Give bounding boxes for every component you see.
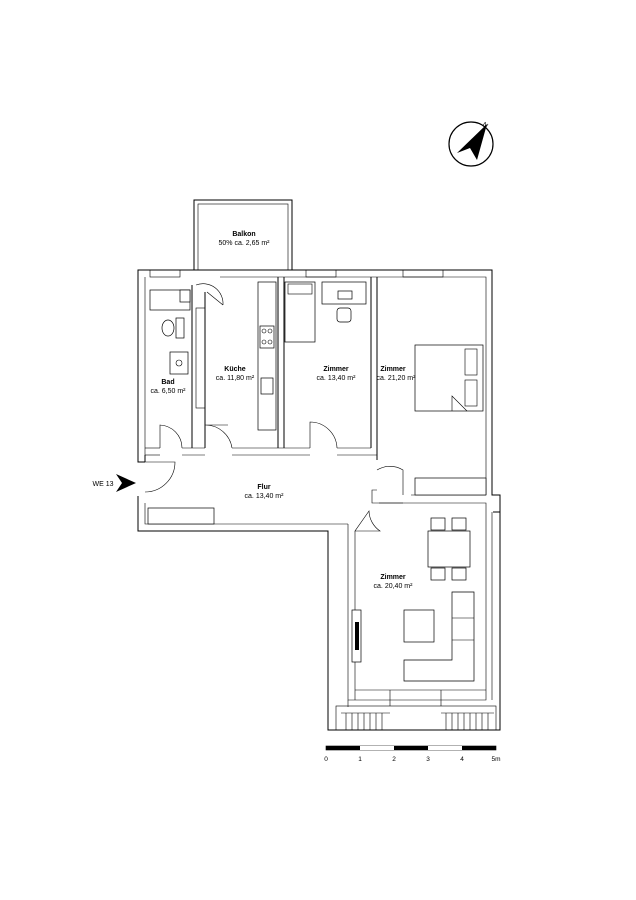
hall-cabinet (147, 507, 215, 525)
room-name: Zimmer (380, 366, 406, 373)
monitor (337, 290, 353, 300)
stove (259, 325, 275, 349)
toilet (161, 319, 175, 337)
room-label-zimmer-2: Zimmer ca. 21,20 m² (377, 366, 417, 382)
room-area: ca. 21,20 m² (377, 375, 417, 382)
room-label-flur: Flur ca. 13,40 m² (245, 484, 285, 500)
room-area: ca. 11,80 m² (216, 375, 255, 382)
room3-furniture (351, 517, 475, 682)
hall-furniture (147, 507, 215, 525)
scale-tick: 4 (460, 756, 464, 763)
room-label-bad: Bad ca. 6,50 m² (150, 379, 186, 395)
kitchen-fixtures (195, 281, 277, 431)
entrance-label: WE 13 (92, 481, 113, 488)
entrance-arrow-icon (116, 474, 136, 492)
doors (144, 283, 404, 532)
balcony (193, 199, 293, 271)
room-name: Flur (257, 484, 270, 491)
room-label-balkon: Balkon 50% ca. 2,65 m² (219, 231, 271, 247)
bathroom-fixtures (149, 289, 191, 375)
dining-table (427, 530, 471, 568)
room-area: 50% ca. 2,65 m² (219, 240, 271, 247)
room-name: Bad (161, 379, 174, 386)
scale-tick: 5m (491, 756, 500, 763)
room-label-zimmer-1: Zimmer ca. 13,40 m² (317, 366, 357, 382)
room-name: Balkon (232, 231, 255, 238)
room-name: Zimmer (323, 366, 349, 373)
kitchen-counter (257, 281, 277, 431)
entrance: WE 13 (92, 474, 136, 492)
double-bed (414, 344, 484, 412)
north-arrow-icon (457, 124, 487, 160)
room-area: ca. 6,50 m² (150, 388, 186, 395)
room2-furniture (414, 344, 487, 496)
room-label-zimmer-3: Zimmer ca. 20,40 m² (374, 574, 414, 590)
coffee-table (403, 609, 435, 643)
compass-label: N (481, 121, 489, 130)
room-name: Küche (224, 366, 246, 373)
compass: N (448, 121, 494, 167)
scale-tick: 1 (358, 756, 362, 763)
washbasin (179, 289, 191, 303)
scale-tick: 3 (426, 756, 430, 763)
room1-furniture (284, 281, 367, 343)
sofa (403, 591, 475, 682)
room-area: ca. 13,40 m² (245, 493, 285, 500)
wardrobe (414, 477, 487, 496)
room-name: Zimmer (380, 574, 406, 581)
bed (284, 281, 316, 343)
balcony-railing (341, 712, 494, 730)
room-area: ca. 20,40 m² (374, 583, 414, 590)
scale-tick: 2 (392, 756, 396, 763)
chair (336, 307, 352, 323)
room-label-kueche: Küche ca. 11,80 m² (216, 366, 255, 382)
bathtub (169, 351, 189, 375)
scale-bar: 0 1 2 3 4 5m (324, 745, 501, 763)
sink (260, 377, 274, 395)
room-area: ca. 13,40 m² (317, 375, 357, 382)
apartment-outline (137, 269, 501, 731)
scale-tick: 0 (324, 756, 328, 763)
